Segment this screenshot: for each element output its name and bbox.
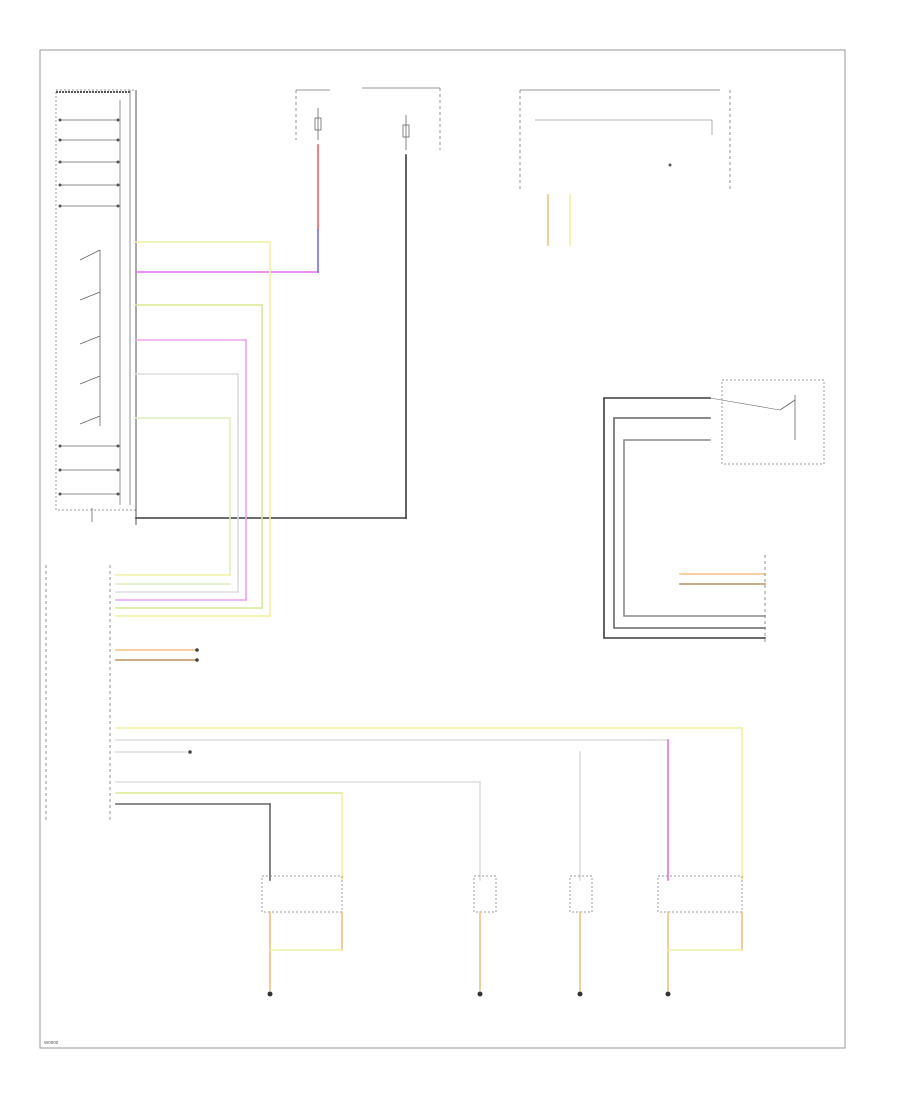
- headlight-range-wires: [603, 397, 766, 645]
- light-switch: [55, 89, 137, 525]
- light-switch-wires: [135, 241, 407, 617]
- diagram-code: W0000: [44, 1040, 59, 1045]
- right-headlamp-leveling-motor: [569, 875, 593, 997]
- right-headlamp-assembly: [657, 875, 743, 997]
- left-headlamp-leveling-motor: [473, 875, 497, 997]
- fuse-block-power-supply: [362, 87, 441, 519]
- diagram-frame: [39, 49, 846, 1049]
- instrument-cluster: [519, 89, 731, 246]
- headlight-range-control-switch: [709, 379, 825, 465]
- fuse-block-top: [295, 89, 330, 273]
- left-headlamp-assembly: [261, 875, 343, 997]
- vehicle-electrical-control-module: [45, 565, 743, 881]
